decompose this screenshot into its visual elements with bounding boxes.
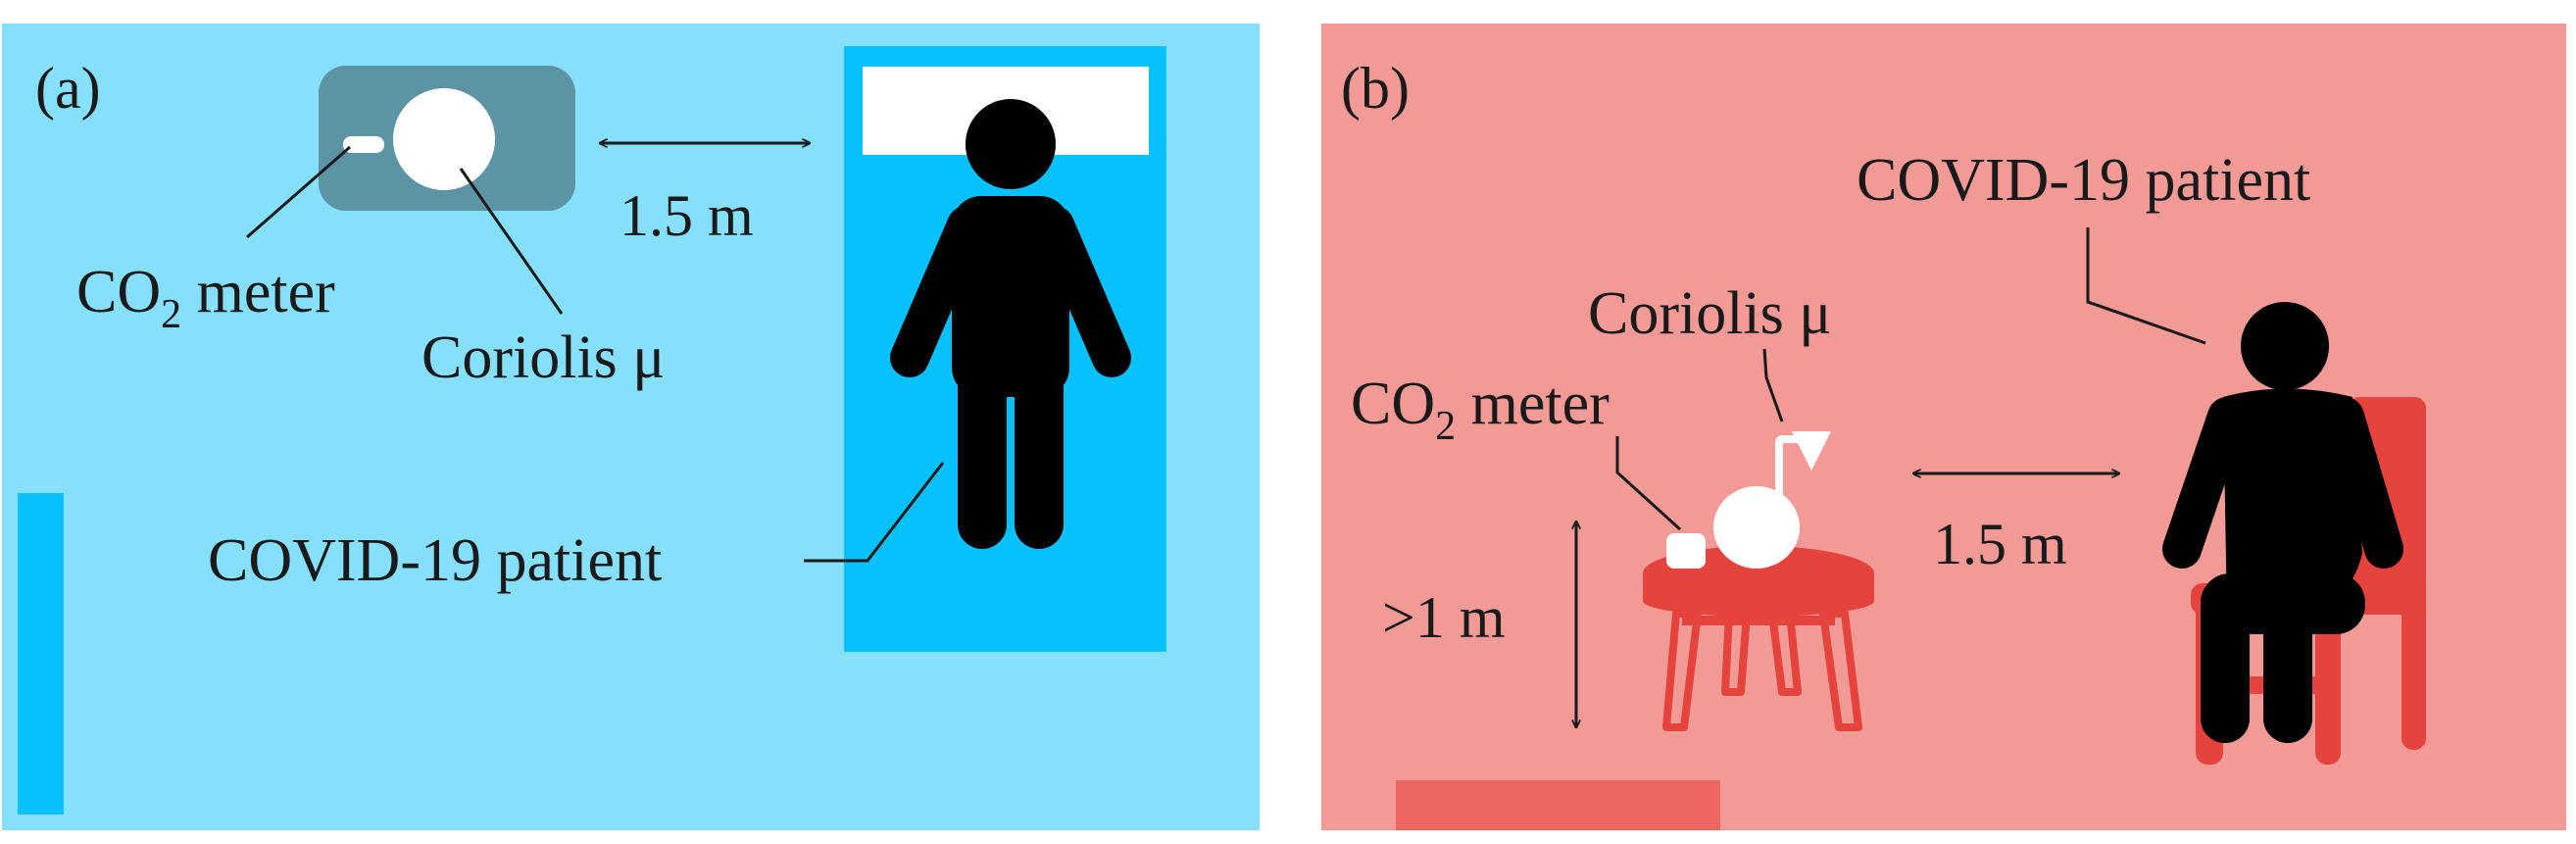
height-label-b: >1 m	[1382, 585, 1506, 650]
panel-a-side-strip	[18, 493, 64, 815]
co2-leader-b	[1615, 436, 1682, 531]
co2-meter-label-b: CO2 meter	[1351, 371, 1610, 449]
patient-sitting-figure	[2162, 302, 2403, 743]
coriolis-leader-a	[459, 168, 564, 315]
distance-label-b: 1.5 m	[1933, 512, 2067, 576]
coriolis-leader-b	[1762, 348, 1784, 422]
patient-lying-figure	[890, 99, 1131, 549]
panel-a: (a) 1.5 m CO2 meter Coriolis μ COVID-19 …	[2, 24, 1260, 830]
coriolis-sampler-b	[1713, 486, 1800, 569]
distance-label-a: 1.5 m	[619, 183, 754, 248]
patient-label-b: COVID-19 patient	[1857, 147, 2310, 214]
patient-label-a: COVID-19 patient	[208, 527, 662, 594]
co2-meter-sensor	[343, 136, 384, 153]
patient-leader-a-line	[804, 462, 945, 563]
panel-b-label: (b)	[1341, 56, 1410, 121]
panel-b-floor-mark	[1396, 780, 1720, 830]
coriolis-label-b: Coriolis μ	[1588, 280, 1832, 347]
patient-leader-b	[2086, 227, 2206, 345]
coriolis-sampler	[393, 88, 495, 190]
co2-meter-b	[1666, 533, 1706, 569]
co2-meter-label-a: CO2 meter	[76, 259, 335, 337]
coriolis-outlet-pipe	[1775, 431, 1831, 500]
panel-a-label: (a)	[35, 56, 101, 121]
coriolis-label-a: Coriolis μ	[421, 324, 666, 391]
panel-b: (b) COVID-19 patient Coriolis μ CO2 mete…	[1321, 24, 2566, 830]
co2-leader-a	[246, 145, 351, 239]
